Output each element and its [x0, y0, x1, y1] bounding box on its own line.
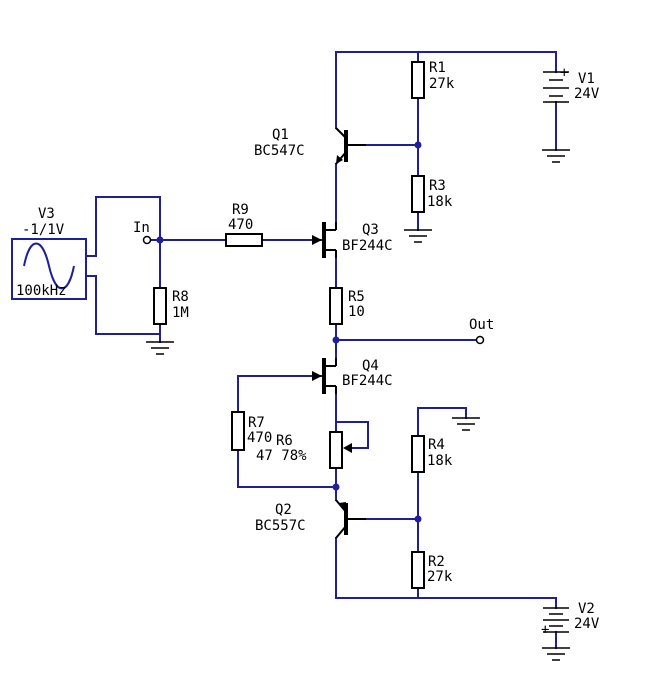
r2-ref: R2 — [428, 554, 445, 570]
battery-v1[interactable]: + V1 24V — [543, 65, 600, 103]
r1-ref: R1 — [429, 60, 446, 76]
v3-frequency: 100kHz — [16, 283, 67, 299]
transistor-q4[interactable]: Q4 BF244C — [312, 358, 393, 394]
resistor-r1[interactable]: R1 27k — [411, 60, 455, 99]
r8-value: 1M — [172, 305, 189, 321]
v1-value: 24V — [574, 86, 600, 102]
v2-polarity: + — [541, 622, 549, 638]
resistor-r4[interactable]: R4 18k — [411, 435, 453, 473]
v1-polarity: + — [560, 65, 568, 81]
r1-value: 27k — [429, 76, 455, 92]
q1-value: BC547C — [254, 143, 305, 159]
v2-ref: V2 — [578, 601, 595, 617]
signal-generator-v3[interactable]: V3 -1/1V 100kHz — [11, 206, 87, 300]
r5-ref: R5 — [348, 289, 365, 305]
r5-value: 10 — [348, 304, 365, 320]
q3-value: BF244C — [342, 238, 393, 254]
output-label: Out — [469, 317, 494, 333]
output-terminal[interactable]: Out — [469, 317, 494, 345]
resistor-r8[interactable]: R8 1M — [153, 287, 189, 325]
ground-icon — [452, 417, 480, 431]
ground-icon — [146, 341, 174, 355]
q2-value: BC557C — [255, 518, 306, 534]
q3-ref: Q3 — [362, 222, 379, 238]
v3-amplitude: -1/1V — [22, 222, 65, 238]
r6-ref: R6 — [276, 433, 293, 449]
resistor-r5[interactable]: R5 10 — [329, 287, 365, 325]
wires — [85, 51, 557, 649]
potentiometer-r6[interactable]: R6 47 78% — [256, 431, 352, 469]
ground-icon — [542, 647, 570, 661]
ground-icon — [404, 229, 432, 243]
v2-value: 24V — [574, 616, 600, 632]
r3-value: 18k — [427, 194, 453, 210]
transistor-q3[interactable]: Q3 BF244C — [312, 222, 393, 258]
v3-ref: V3 — [38, 206, 55, 222]
r4-value: 18k — [427, 453, 453, 469]
q2-ref: Q2 — [275, 502, 292, 518]
battery-v2[interactable]: + V2 24V — [541, 601, 600, 638]
resistor-r3[interactable]: R3 18k — [411, 175, 453, 213]
junctions — [156, 141, 422, 523]
r6-value: 47 78% — [256, 448, 307, 464]
q4-ref: Q4 — [362, 358, 379, 374]
input-label: In — [133, 220, 150, 236]
r4-ref: R4 — [428, 437, 445, 453]
r8-ref: R8 — [172, 289, 189, 305]
r7-ref: R7 — [248, 415, 265, 431]
resistor-r9[interactable]: R9 470 — [225, 202, 263, 247]
r9-value: 470 — [228, 217, 253, 233]
resistor-r7[interactable]: R7 470 — [231, 411, 272, 451]
resistor-r2[interactable]: R2 27k — [411, 551, 453, 589]
transistor-q2[interactable]: Q2 BC557C — [255, 499, 366, 539]
q1-ref: Q1 — [272, 127, 289, 143]
r3-ref: R3 — [429, 178, 446, 194]
r9-ref: R9 — [232, 202, 249, 218]
r2-value: 27k — [427, 569, 453, 585]
transistor-q1[interactable]: Q1 BC547C — [254, 127, 366, 165]
r7-value: 470 — [247, 430, 272, 446]
q4-value: BF244C — [342, 373, 393, 389]
v1-ref: V1 — [578, 71, 595, 87]
input-terminal[interactable]: In — [133, 220, 152, 245]
ground-icon — [542, 149, 570, 163]
